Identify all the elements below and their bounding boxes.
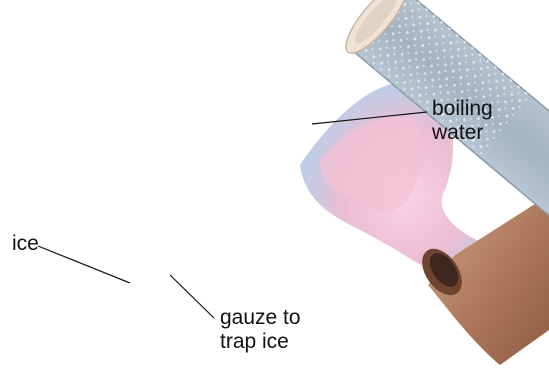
label-gauze-line2: trap ice — [220, 330, 301, 354]
label-boiling-line1: boiling — [432, 97, 493, 121]
label-boiling-water: boiling water — [432, 97, 493, 145]
leader-line-gauze — [170, 275, 214, 318]
label-gauze-line1: gauze to — [220, 306, 301, 330]
leader-line-ice — [38, 246, 130, 283]
label-gauze: gauze to trap ice — [220, 306, 301, 354]
label-boiling-line2: water — [432, 121, 493, 145]
label-ice: ice — [12, 232, 39, 256]
